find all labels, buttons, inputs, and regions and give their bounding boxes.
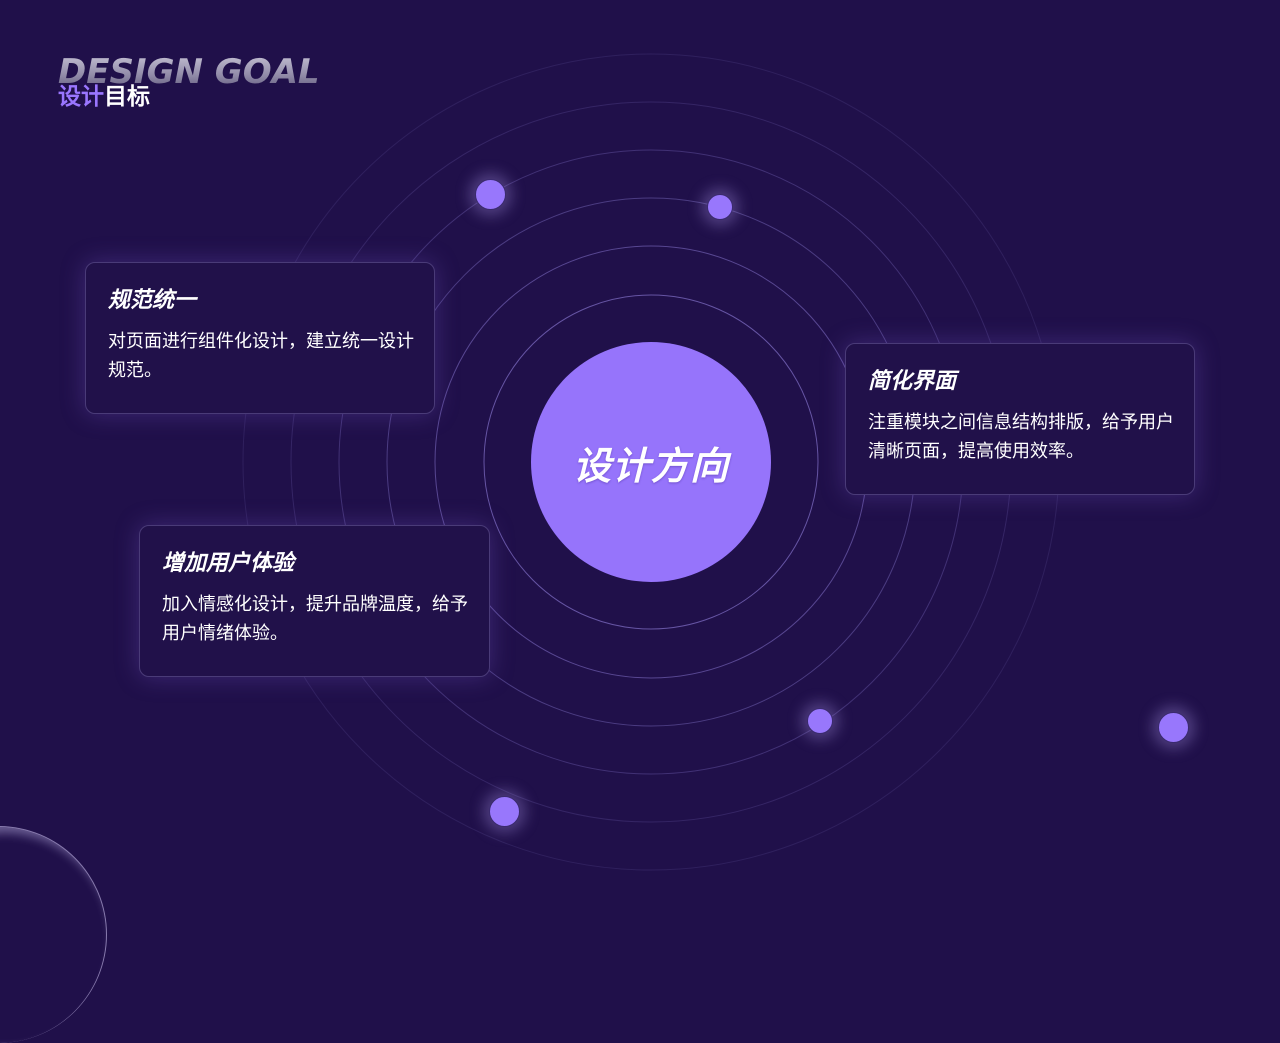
center-label: 设计方向 (572, 443, 729, 488)
card-description: 对页面进行组件化设计，建立统一设计规范。 (108, 331, 414, 381)
card-title: 简化界面 (868, 369, 957, 394)
card-title: 增加用户体验 (162, 551, 295, 576)
design-goal-slide: DESIGN GOAL 设计目标 设计方向 规范统一 对页面进行组件化设计，建立… (0, 52, 1195, 1043)
orbit-dot (707, 194, 733, 220)
goal-card-user-experience: 增加用户体验 加入情感化设计，提升品牌温度，给予用户情绪体验。 (139, 525, 490, 677)
orbit-dot (807, 708, 833, 734)
heading-english: DESIGN GOAL (58, 52, 320, 92)
orbit-dot (489, 796, 520, 827)
card-description: 加入情感化设计，提升品牌温度，给予用户情绪体验。 (162, 594, 468, 644)
orbit-dot (1158, 712, 1189, 743)
goal-card-standardize: 规范统一 对页面进行组件化设计，建立统一设计规范。 (85, 262, 435, 414)
heading-chinese: 设计目标 (58, 82, 150, 112)
heading-chinese-plain: 目标 (104, 84, 150, 110)
center-circle: 设计方向 (531, 342, 771, 582)
goal-card-simplify: 简化界面 注重模块之间信息结构排版，给予用户清晰页面，提高使用效率。 (845, 343, 1195, 495)
card-description: 注重模块之间信息结构排版，给予用户清晰页面，提高使用效率。 (868, 412, 1174, 462)
orbit-dot (475, 179, 506, 210)
heading-chinese-accent: 设计 (58, 84, 104, 110)
card-title: 规范统一 (108, 288, 197, 313)
